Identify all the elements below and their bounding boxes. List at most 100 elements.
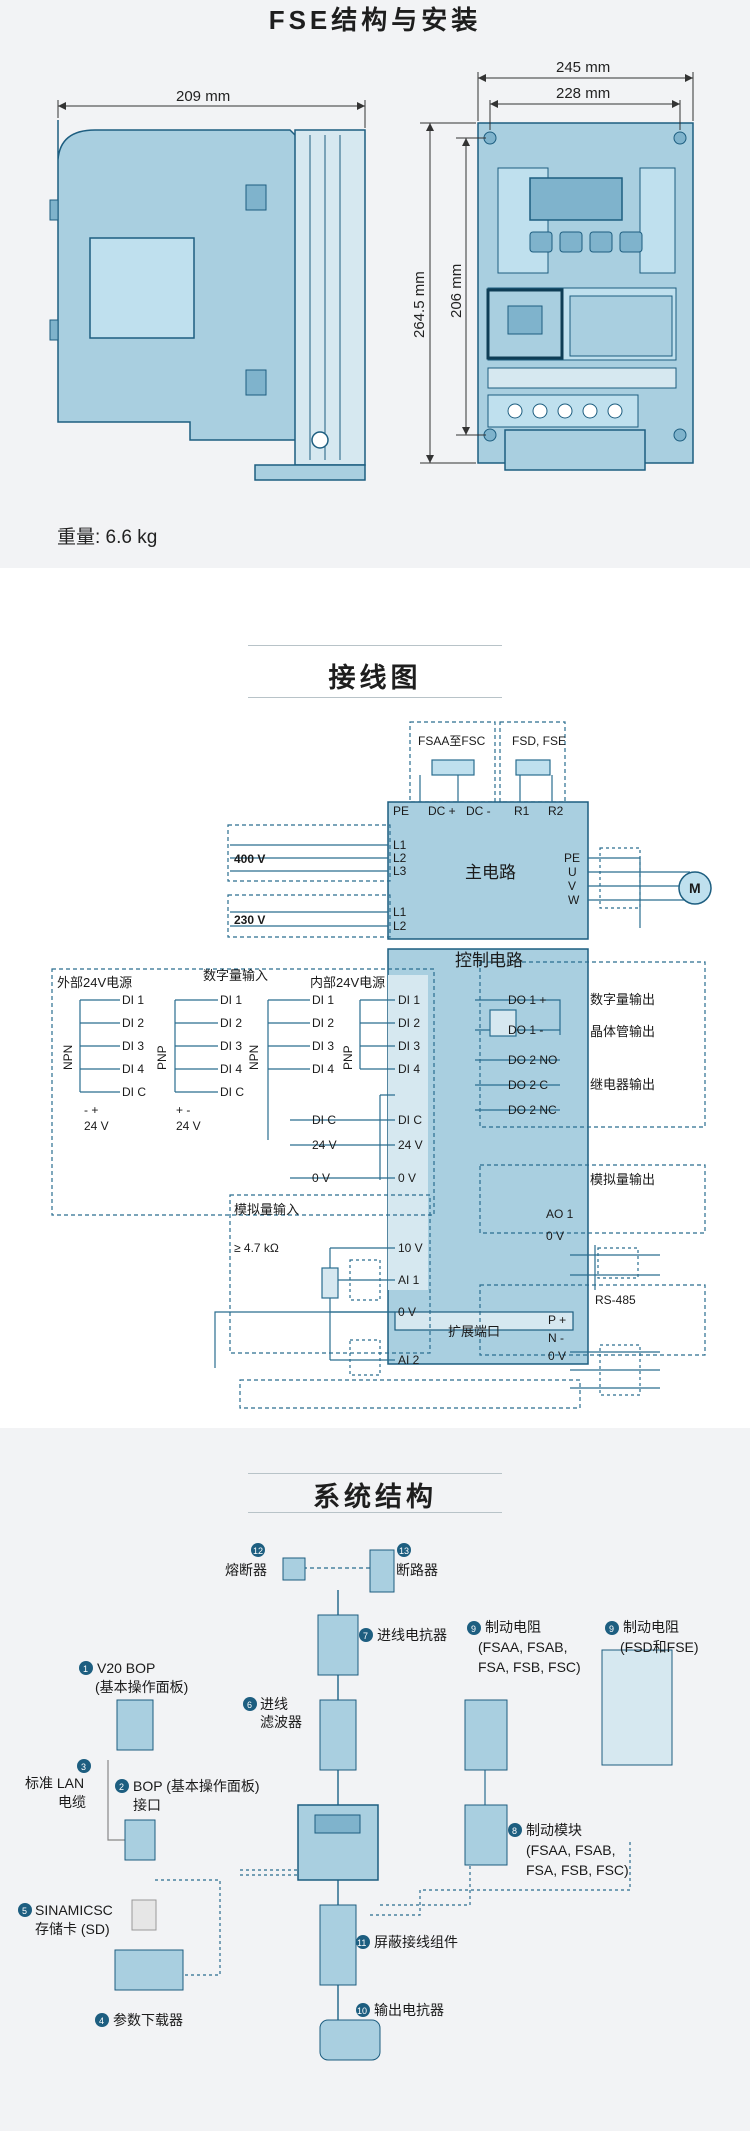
label-di2-a: DI 2	[122, 1016, 144, 1030]
badge-9b: 9	[609, 1624, 614, 1634]
label-do1-minus: DO 1 -	[508, 1023, 543, 1037]
label-brake-mod: 制动模块	[526, 1822, 582, 1838]
label-v: V	[568, 879, 576, 893]
label-di3-c: DI 3	[312, 1039, 334, 1053]
label-analog-output: 模拟量输出	[590, 1172, 655, 1187]
label-analog-input: 模拟量输入	[234, 1202, 299, 1217]
front-view-drawing	[420, 72, 694, 471]
label-l1-230: L1	[393, 905, 407, 919]
section-structure: FSE结构与安装 209 mm	[0, 0, 750, 568]
main-circuit-block	[387, 801, 589, 940]
label-di3-b: DI 3	[220, 1039, 242, 1053]
label-pe-out: PE	[564, 851, 580, 865]
system-diagram: 12 熔断器 13 断路器 7 进线电抗器 9 制动电阻 (FSAA, FSAB…	[18, 1543, 699, 2061]
label-brake-res-2: 制动电阻	[623, 1619, 679, 1635]
label-0v-ao: 0 V	[546, 1229, 564, 1243]
label-l2-400: L2	[393, 851, 407, 865]
label-filter-2: 滤波器	[260, 1714, 302, 1730]
dim-height-outer: 264.5 mm	[411, 271, 428, 338]
label-24v-c: 24 V	[312, 1138, 337, 1152]
section1-title: FSE结构与安装	[268, 5, 482, 35]
label-ext-24v-a: 24 V	[84, 1119, 109, 1133]
label-di4-c: DI 4	[312, 1062, 334, 1076]
label-bop-if-2: 接口	[133, 1797, 161, 1813]
badge-4: 4	[99, 2016, 104, 2026]
label-ext-plus-minus: + -	[176, 1103, 190, 1117]
label-24v-d: 24 V	[398, 1138, 423, 1152]
label-fuse: 熔断器	[225, 1562, 267, 1578]
label-do1-plus: DO 1 +	[508, 993, 546, 1007]
label-l1-400: L1	[393, 838, 407, 852]
badge-2: 2	[119, 1782, 124, 1792]
side-view-drawing	[49, 100, 366, 481]
section2-rule-bottom	[248, 697, 502, 698]
label-p-plus: P +	[548, 1313, 566, 1327]
label-out-reactor: 输出电抗器	[374, 2002, 444, 2018]
label-r2: R2	[548, 804, 564, 818]
label-dic-b: DI C	[220, 1085, 244, 1099]
output-reactor-device	[319, 1904, 357, 1986]
label-line-reactor: 进线电抗器	[377, 1627, 447, 1643]
label-0v-ai: 0 V	[398, 1305, 416, 1319]
label-brake-mod-sub1: (FSAA, FSAB,	[526, 1842, 615, 1858]
label-brake-mod-sub2: FSA, FSB, FSC)	[526, 1862, 629, 1878]
inverter-device	[297, 1804, 379, 1881]
label-di1-c: DI 1	[312, 993, 334, 1007]
brake-module-device	[464, 1804, 508, 1866]
badge-11: 11	[357, 1938, 366, 1948]
label-di2-d: DI 2	[398, 1016, 420, 1030]
digital-input-box	[51, 968, 435, 1216]
section3-rule-bottom	[248, 1512, 502, 1513]
label-transistor-output: 晶体管输出	[590, 1024, 655, 1039]
badge-13: 13	[399, 1546, 409, 1556]
label-int-24v: 内部24V电源	[310, 975, 385, 990]
line-filter-device	[319, 1699, 357, 1771]
label-fsd-fse: FSD, FSE	[512, 734, 566, 748]
label-dic-c: DI C	[312, 1113, 336, 1127]
label-fsaa-fsc: FSAA至FSC	[418, 734, 486, 748]
label-l3-400: L3	[393, 864, 407, 878]
label-pe-top: PE	[393, 804, 409, 818]
label-lan-1: 标准 LAN	[25, 1775, 84, 1791]
label-main-circuit: 主电路	[465, 863, 516, 882]
label-ao1: AO 1	[546, 1207, 574, 1221]
brake-resistor-grid-device	[601, 1649, 673, 1766]
section-system	[0, 1428, 750, 2131]
label-di1-b: DI 1	[220, 993, 242, 1007]
param-downloader-device	[114, 1949, 184, 1991]
label-digital-output: 数字量输出	[590, 992, 655, 1007]
bop-interface-device	[124, 1819, 156, 1861]
motor-device	[319, 2019, 381, 2061]
label-motor: M	[689, 880, 701, 896]
label-ai1: AI 1	[398, 1273, 420, 1287]
label-npn-a: NPN	[61, 1045, 75, 1070]
label-ext-24v-b: 24 V	[176, 1119, 201, 1133]
fuse-device	[282, 1557, 306, 1581]
label-do2-no: DO 2 NO	[508, 1053, 557, 1067]
label-do2-c: DO 2 C	[508, 1078, 548, 1092]
supply-400v-box	[227, 824, 391, 882]
label-n-minus: N -	[548, 1331, 564, 1345]
brake-resistor-device	[464, 1699, 508, 1771]
brake-resistor-box-fsaa	[409, 721, 496, 803]
badge-3: 3	[81, 1762, 86, 1772]
label-lan-2: 电缆	[58, 1794, 86, 1810]
wiring-diagram: FSAA至FSC FSD, FSE PE DC + DC - R1 R2 L1 …	[51, 721, 712, 1409]
label-rs485: RS-485	[595, 1293, 636, 1307]
badge-8: 8	[512, 1826, 517, 1836]
structure-drawings: 209 mm	[49, 59, 694, 481]
label-downloader: 参数下载器	[113, 2012, 183, 2028]
label-dc-plus: DC +	[428, 804, 456, 818]
label-brake-res-1-sub2: FSA, FSB, FSC)	[478, 1659, 581, 1675]
label-ext-24v: 外部24V电源	[57, 975, 132, 990]
label-pnp-b: PNP	[155, 1045, 169, 1070]
badge-12: 12	[253, 1546, 263, 1556]
label-di3-a: DI 3	[122, 1039, 144, 1053]
badge-10: 10	[357, 2006, 367, 2016]
supply-230v-box	[227, 894, 391, 938]
label-v20-bop-sub: (基本操作面板)	[95, 1679, 188, 1695]
badge-5: 5	[22, 1906, 27, 1916]
label-ext-minus-plus: - +	[84, 1103, 98, 1117]
section3-rule-top	[248, 1473, 502, 1474]
label-di4-d: DI 4	[398, 1062, 420, 1076]
